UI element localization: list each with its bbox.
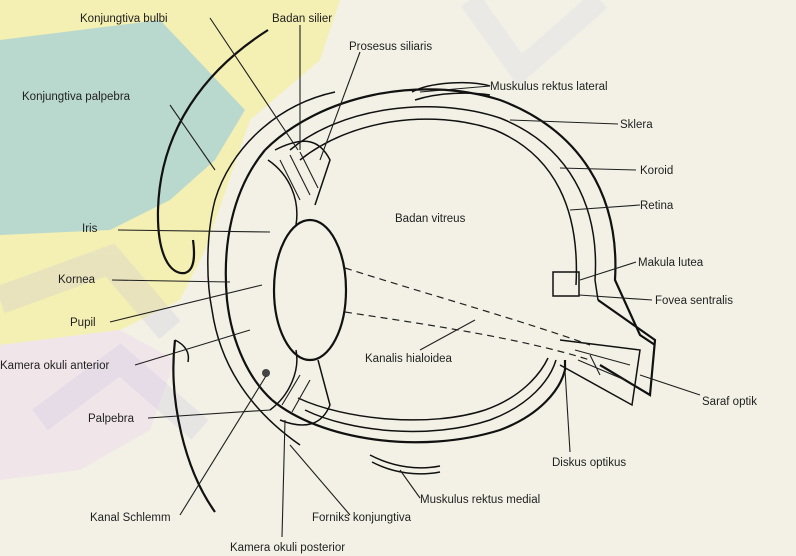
optic-nerve-fibers xyxy=(575,350,630,380)
label-kanal-schlemm: Kanal Schlemm xyxy=(90,512,171,524)
label-saraf-optik: Saraf optik xyxy=(702,396,757,408)
label-makula-lutea: Makula lutea xyxy=(638,257,704,269)
optic-nerve-outline xyxy=(598,300,655,395)
koroid-layer xyxy=(300,119,576,285)
schlemm-canal-mark xyxy=(262,369,270,377)
label-kamera-okuli-anterior: Kamera okuli anterior xyxy=(0,360,109,372)
upper-eyelid xyxy=(158,30,268,273)
ciliary-body xyxy=(275,141,330,425)
label-sklera: Sklera xyxy=(620,119,653,131)
optic-nerve-inner xyxy=(560,340,640,405)
label-diskus-optikus: Diskus optikus xyxy=(552,457,626,469)
label-badan-vitreus: Badan vitreus xyxy=(395,213,466,225)
label-palpebra: Palpebra xyxy=(88,413,135,425)
lens xyxy=(274,220,346,360)
lower-eyelid xyxy=(173,340,215,512)
label-konjungtiva-bulbi: Konjungtiva bulbi xyxy=(80,13,168,25)
conjunctiva-lower xyxy=(212,310,300,445)
medial-rectus-muscle xyxy=(370,455,440,474)
label-prosesus-siliaris: Prosesus siliaris xyxy=(349,41,432,53)
label-kornea: Kornea xyxy=(58,274,96,286)
sclera-inner xyxy=(290,107,598,300)
label-muskulus-rektus-medial: Muskulus rektus medial xyxy=(420,494,540,506)
iris xyxy=(268,160,297,410)
label-konjungtiva-palpebra: Konjungtiva palpebra xyxy=(22,91,131,103)
label-fovea-sentralis: Fovea sentralis xyxy=(655,295,733,307)
label-muskulus-rektus-lateral: Muskulus rektus lateral xyxy=(490,81,608,93)
label-koroid: Koroid xyxy=(640,165,673,177)
label-pupil: Pupil xyxy=(70,317,96,329)
label-kamera-okuli-posterior: Kamera okuli posterior xyxy=(230,542,345,554)
label-iris: Iris xyxy=(82,223,98,235)
label-kanalis-hialoidea: Kanalis hialoidea xyxy=(365,353,453,365)
label-retina: Retina xyxy=(640,200,674,212)
macula-box xyxy=(553,272,579,296)
sclera-outer-lower xyxy=(272,360,565,442)
ciliary-process-strokes xyxy=(280,152,318,412)
label-badan-silier: Badan silier xyxy=(272,13,332,25)
cornea xyxy=(226,150,272,400)
label-forniks-konjungtiva: Forniks konjungtiva xyxy=(312,512,412,524)
